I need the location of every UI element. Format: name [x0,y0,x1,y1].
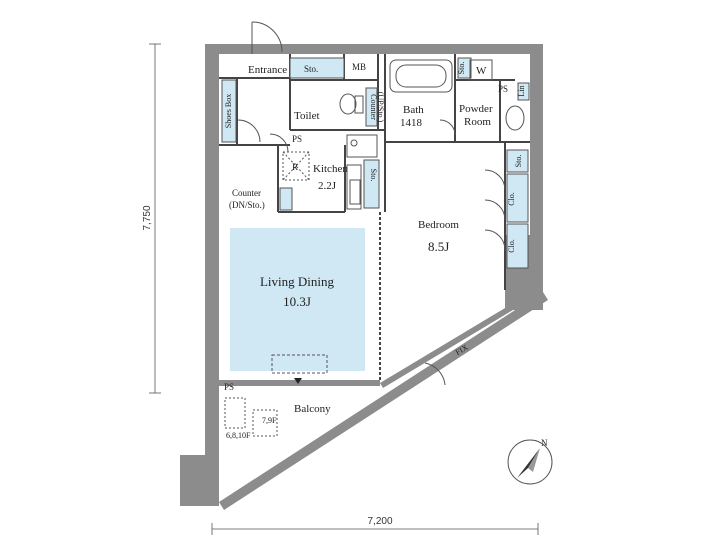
bedroom-size-label: 8.5J [428,239,449,254]
closet-1-label: Clo. [507,192,516,206]
entrance-label: Entrance [248,64,287,76]
shoes-box-label: Shoes Box [224,94,233,128]
compass-north-label: N [541,438,548,448]
interior-walls [219,54,530,380]
bath-size-label: 1418 [400,117,423,129]
counter-up-label: Counter [369,94,378,120]
kitchen-storage-label: Sto. [369,169,378,182]
counter-dn-label: Counter [232,188,261,198]
balcony-label: Balcony [294,403,331,415]
fixtures-blue [221,57,530,371]
toilet-label: Toilet [294,110,320,122]
height-dimension: 7,750 [142,205,153,230]
fixtures [224,21,525,437]
balcony-note-1: 6,8,10F [226,431,251,440]
powder-room-label-2: Room [464,116,491,128]
powder-ps-label: PS [498,84,508,94]
bath-storage-label: Sto. [457,62,466,75]
bedroom-label: Bedroom [418,219,459,231]
window-marker [294,378,302,384]
kitchen-size-label: 2.2J [318,180,337,192]
toilet-ps-label: PS [292,134,302,144]
washer-label: W [476,65,487,77]
living-dining-size-label: 10.3J [283,294,311,309]
living-ps-label: PS [224,382,234,392]
counter-dn-sub-label: (DN/Sto.) [229,200,265,210]
compass [507,439,553,485]
closet-2-label: Clo. [507,239,516,253]
width-dimension: 7,200 [367,516,392,527]
bedroom-storage-label: Sto. [514,155,523,168]
mb-label: MB [352,62,366,72]
room-labels: Entrance Sto. MB Toilet PS Shoes Box R K… [224,62,526,440]
entrance-storage-label: Sto. [304,64,318,74]
bath-label: Bath [403,104,424,116]
counter-up-sub-label: (UP/Sto.) [376,92,385,123]
powder-room-label: Powder [459,103,493,115]
living-dining-label: Living Dining [260,274,335,289]
fridge-label: R [292,162,298,172]
kitchen-label: Kitchen [313,163,348,175]
balcony-note-2: 7,9F [262,416,277,425]
lin-label: Lin [517,85,526,96]
dimension-lines [149,43,539,535]
